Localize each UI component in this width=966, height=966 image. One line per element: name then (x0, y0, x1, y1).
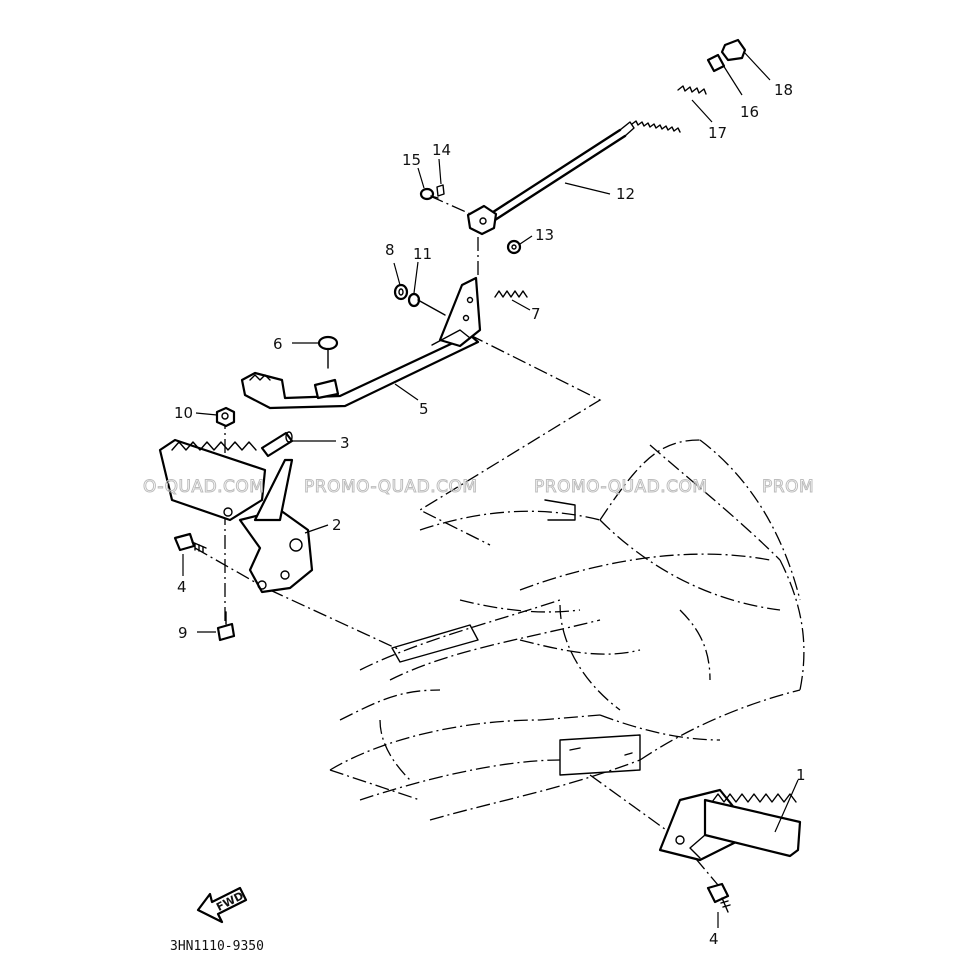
part-brake-pedal (240, 276, 482, 410)
callout-7: 7 (531, 305, 541, 323)
part-bolt-lower (706, 882, 731, 913)
callout-10: 10 (174, 404, 193, 422)
part-nut-13 (506, 239, 522, 255)
part-pad (317, 335, 339, 369)
part-washer-11 (407, 292, 446, 316)
part-washer-8 (393, 283, 409, 301)
part-adjust-nut-18 (720, 38, 747, 62)
part-cotter-pin (436, 184, 445, 197)
callout-6: 6 (273, 335, 283, 353)
part-code: 3HN1110-9350 (170, 939, 264, 954)
part-clevis-pin (419, 187, 439, 201)
part-footrest-right (658, 788, 802, 862)
watermark-1: O-QUAD.COM (143, 477, 264, 497)
watermark-2: PROMO-QUAD.COM (304, 477, 478, 497)
callouts: 1 2 3 4 4 5 6 7 8 9 10 11 12 13 14 15 16… (174, 81, 806, 948)
callout-15: 15 (402, 151, 421, 169)
callout-16: 16 (740, 103, 759, 121)
callout-4b: 4 (709, 930, 719, 948)
callout-9: 9 (178, 624, 188, 642)
watermark-3: PROMO-QUAD.COM (534, 477, 708, 497)
callout-18: 18 (774, 81, 793, 99)
callout-4a: 4 (177, 578, 187, 596)
part-spring-17 (677, 85, 707, 95)
part-nut (215, 406, 236, 428)
callout-1: 1 (796, 766, 806, 784)
part-bracket-left (158, 438, 314, 594)
callout-12: 12 (616, 185, 635, 203)
part-bolt-upper (173, 532, 207, 553)
callout-14: 14 (432, 141, 451, 159)
assembly-lines (194, 195, 719, 886)
callout-11: 11 (413, 245, 432, 263)
callout-2: 2 (332, 516, 342, 534)
callout-8: 8 (385, 241, 395, 259)
callout-3: 3 (340, 434, 350, 452)
part-bolt-9 (216, 611, 236, 642)
part-spring (494, 290, 528, 298)
leader-lines (182, 51, 799, 928)
part-brake-rod (466, 120, 681, 236)
fwd-arrow-icon: FWD (196, 886, 248, 924)
callout-17: 17 (708, 124, 727, 142)
part-collar-16 (706, 53, 726, 73)
frame-outline (329, 439, 805, 821)
watermarks: O-QUAD.COM PROMO-QUAD.COM PROMO-QUAD.COM… (143, 477, 815, 498)
callout-13: 13 (535, 226, 554, 244)
part-pin (260, 431, 294, 458)
watermark-4: PROM (762, 477, 814, 497)
callout-5: 5 (419, 400, 429, 418)
